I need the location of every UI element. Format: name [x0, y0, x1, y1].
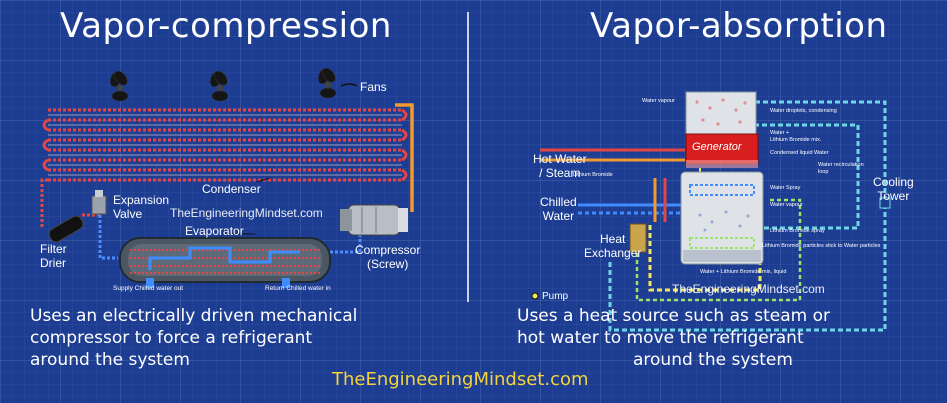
fan-icon-2 [210, 70, 229, 102]
label-condensed-liquid: Condensed liquid Water [770, 150, 829, 156]
label-compressor: Compressor (Screw) [355, 243, 421, 271]
label-libr-liquid-mix: Water + Lithium Bromide mix, liquid [700, 269, 787, 275]
label-fans: Fans [360, 80, 387, 94]
label-expansion-valve: Expansion Valve [113, 193, 170, 221]
fan-icon-3 [318, 67, 337, 99]
fan-icon-1 [110, 70, 129, 102]
expansion-valve-shape [91, 195, 107, 215]
center-divider [467, 12, 469, 302]
label-water-libr-mix: Water + Lithium Bromide mix. [770, 130, 822, 143]
compressor-shape [340, 204, 408, 236]
label-condenser: Condenser [200, 182, 263, 196]
label-evaporator: Evaporator [185, 224, 244, 238]
title-vapor-absorption: Vapor-absorption [590, 6, 888, 46]
suction-line [330, 230, 362, 254]
compression-description-line-1: Uses an electrically driven mechanical [30, 306, 358, 326]
label-pump: Pump [542, 291, 569, 302]
label-libr-spray: Lithium Bromide spray [770, 228, 825, 234]
label-recirculation-loop: Water recirculation loop [818, 162, 864, 175]
title-vapor-compression: Vapor-compression [60, 6, 392, 46]
label-filter-drier: Filter Drier [40, 242, 67, 270]
label-cooling-tower: Cooling Tower [873, 175, 914, 203]
label-lithium-bromide: Lithium Bromide [573, 172, 613, 178]
condenser-coil [42, 108, 408, 182]
evaporator-shell [119, 237, 331, 288]
compression-description-line-3: around the system [30, 350, 190, 370]
absorption-watermark: TheEngineeringMindset.com [672, 282, 825, 296]
label-return-chilled: Return Chilled water in [265, 285, 331, 292]
absorption-description-line-2: hot water to move the refrigerant [517, 328, 804, 348]
label-generator: Generator [692, 141, 742, 153]
pump-icon [531, 292, 539, 300]
label-hot-water: Hot Water / Steam [533, 152, 587, 180]
hot-gas-line [395, 103, 414, 212]
label-water-vapour-top: Water vapour [642, 98, 675, 104]
compression-description-line-2: compressor to force a refrigerant [30, 328, 313, 348]
label-heat-exchanger: Heat Exchanger [584, 232, 642, 260]
label-supply-chilled: Supply Chilled water out [113, 285, 184, 292]
heat-exchanger-shape [629, 223, 647, 253]
absorption-description-line-1: Uses a heat source such as steam or [517, 306, 831, 326]
label-libr-particles: Lithium Bromide particles stick to Water… [762, 243, 881, 249]
absorption-description-line-3: around the system [633, 350, 793, 370]
label-water-droplets: Water droplets, condensing [770, 108, 837, 114]
absorption-diagram [531, 91, 891, 332]
liquid-line [40, 178, 48, 228]
brand-footer: TheEngineeringMindset.com [332, 369, 589, 390]
label-water-spray: Water Spray [770, 185, 801, 191]
compression-watermark: TheEngineeringMindset.com [170, 206, 323, 220]
label-water-vapour-mid: Water vapour [770, 202, 803, 208]
label-chilled-water: Chilled Water [540, 195, 577, 223]
filter-drier-shape [48, 215, 84, 243]
